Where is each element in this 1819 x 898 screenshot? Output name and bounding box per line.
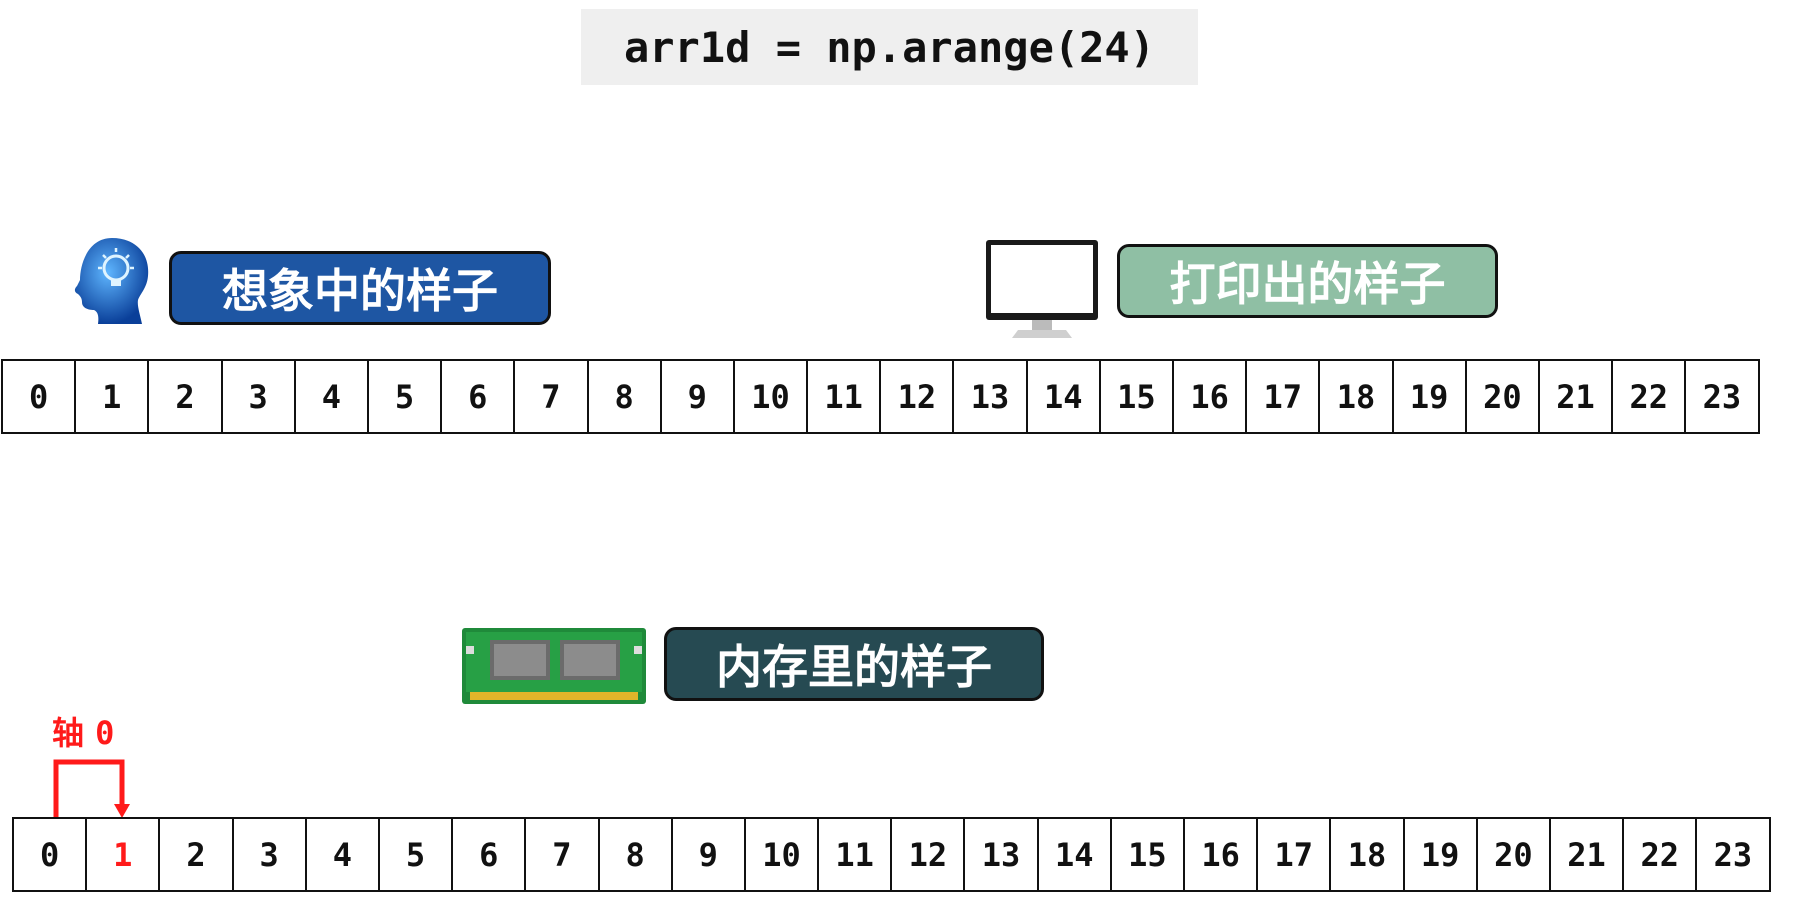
array-cell: 14 (1025, 359, 1101, 434)
array-cell: 18 (1318, 359, 1394, 434)
memory-label: 内存里的样子 (664, 627, 1044, 701)
array-cell: 15 (1109, 817, 1185, 892)
array-cell: 13 (963, 817, 1039, 892)
array-cell: 10 (732, 359, 809, 434)
array-cell: 8 (586, 359, 662, 434)
array-cell: 5 (366, 359, 443, 434)
array-cell: 2 (158, 817, 234, 892)
array-cell: 9 (670, 817, 746, 892)
array-cell: 18 (1329, 817, 1405, 892)
array-cell: 6 (440, 359, 516, 434)
array-cell: 17 (1256, 817, 1332, 892)
array-cell: 16 (1172, 359, 1248, 434)
array-cell: 21 (1537, 359, 1614, 434)
array-cell: 15 (1098, 359, 1174, 434)
array-cell: 11 (817, 817, 893, 892)
array-cell: 10 (743, 817, 820, 892)
array-cell: 22 (1611, 359, 1687, 434)
memory-module-icon (462, 628, 646, 704)
array-cell: 14 (1036, 817, 1112, 892)
array-cell: 2 (147, 359, 223, 434)
array-cell: 20 (1475, 817, 1551, 892)
array-cell: 11 (806, 359, 882, 434)
head-with-lightbulb-icon (74, 238, 149, 324)
array-cell: 4 (293, 359, 369, 434)
array-cell: 23 (1695, 817, 1771, 892)
array-cell: 12 (879, 359, 955, 434)
array-cell: 7 (524, 817, 600, 892)
array-cell: 22 (1622, 817, 1698, 892)
array-cell: 5 (377, 817, 454, 892)
array-cell: 4 (304, 817, 380, 892)
array-cell: 13 (952, 359, 1028, 434)
array-cell: 21 (1548, 817, 1625, 892)
array-cell: 0 (1, 359, 77, 434)
array-cell: 23 (1684, 359, 1760, 434)
array-cell: 20 (1464, 359, 1540, 434)
code-snippet: arr1d = np.arange(24) (581, 9, 1198, 85)
array-cell: 6 (451, 817, 527, 892)
array-cell: 7 (513, 359, 589, 434)
imagined-label: 想象中的样子 (169, 251, 551, 325)
axis-0-label: 轴 0 (52, 714, 115, 752)
printed-label: 打印出的样子 (1117, 244, 1498, 318)
array-cell: 8 (597, 817, 673, 892)
axis-0-arrow (53, 759, 130, 818)
array-cell: 19 (1391, 359, 1467, 434)
array-cell: 17 (1245, 359, 1321, 434)
array-cell: 19 (1402, 817, 1478, 892)
array-cell: 0 (12, 817, 88, 892)
array-cell: 1 (85, 817, 161, 892)
array-cell: 1 (74, 359, 150, 434)
array-cell: 9 (659, 359, 735, 434)
array-cell: 3 (231, 817, 307, 892)
array-cell: 3 (220, 359, 296, 434)
monitor-icon (986, 240, 1098, 338)
array-cell: 12 (890, 817, 966, 892)
array-cell: 16 (1183, 817, 1259, 892)
